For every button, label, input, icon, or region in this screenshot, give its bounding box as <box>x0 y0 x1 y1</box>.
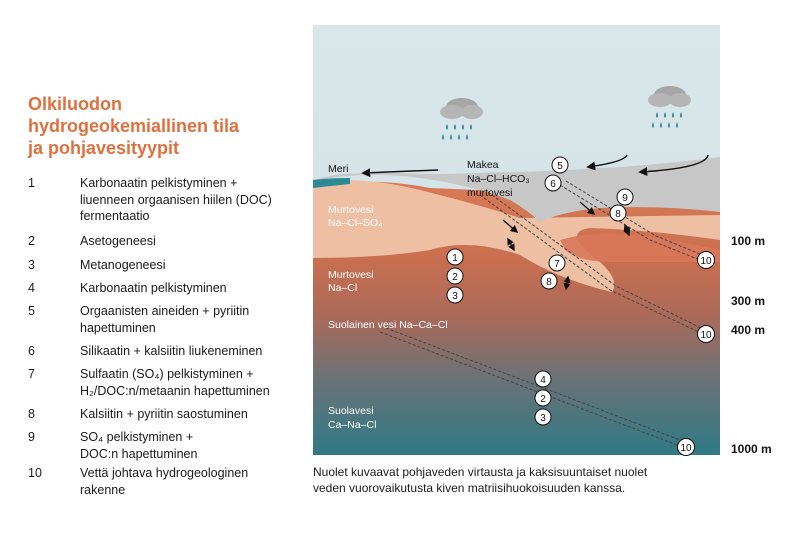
label-suolavesi-type: Ca–Na–Cl <box>328 419 376 431</box>
matrix-interaction-arrow <box>623 223 631 237</box>
matrix-interaction-arrow <box>507 237 515 252</box>
sea-water <box>313 178 350 188</box>
legend-text-line: Kalsiitin + pyriitin saostuminen <box>80 407 248 421</box>
rain-cloud-icon <box>440 98 483 140</box>
label-meri: Meri <box>328 163 348 175</box>
surface-flow-arrow <box>638 154 709 177</box>
marker-7: 7 <box>554 259 560 270</box>
marker-4: 4 <box>540 375 546 386</box>
legend-number: 10 <box>28 466 42 480</box>
marker-10b: 10 <box>700 330 712 341</box>
marker-3b: 3 <box>540 413 546 424</box>
label-suolainen-vesi: Suolainen vesi Na–Ca–Cl <box>328 319 448 331</box>
process-markers <box>446 156 715 456</box>
legend-text-line: rakenne <box>80 482 126 497</box>
legend-number: 9 <box>28 430 35 444</box>
marker-8: 8 <box>546 277 552 288</box>
page-title: Olkiluodon hydrogeokemiallinen tila ja p… <box>28 93 308 159</box>
label-makea-2: Na–Cl–HCO₃ <box>467 173 530 185</box>
marker-2b: 2 <box>540 394 546 405</box>
legend-number: 4 <box>28 281 35 295</box>
label-makea-3: murtovesi <box>467 187 513 199</box>
legend-text-line: Karbonaatin pelkistyminen <box>80 281 227 295</box>
fracture-zones <box>379 180 706 449</box>
label-murtovesi-1: Murtovesi <box>328 204 374 216</box>
legend-text-line: SO₄ pelkistyminen + <box>80 430 194 444</box>
caption-line-1: Nuolet kuvaavat pohjaveden virtausta ja … <box>313 465 648 479</box>
marker-10a: 10 <box>700 256 712 267</box>
title-line-1: Olkiluodon <box>28 94 122 114</box>
label-murtovesi-2-type: Na–Cl <box>328 282 357 294</box>
legend-text-line: Asetogeneesi <box>80 234 156 248</box>
legend-number: 7 <box>28 367 35 381</box>
marker-6: 6 <box>550 179 556 190</box>
rain-cloud-icon <box>648 86 691 128</box>
legend-text-line: Orgaanisten aineiden + pyriitin <box>80 304 250 318</box>
label-murtovesi-2: Murtovesi <box>328 269 374 281</box>
depth-100m: 100 m <box>731 234 765 248</box>
groundwater-flow-arrow <box>502 219 519 234</box>
depth-300m: 300 m <box>731 294 765 308</box>
legend-text-line: Metanogeneesi <box>80 258 166 272</box>
title-line-2: hydrogeokemiallinen tila <box>28 116 240 136</box>
legend-text-line: Silikaatin + kalsiitin liukeneminen <box>80 344 263 358</box>
legend-text-line: Karbonaatin pelkistyminen + <box>80 176 238 190</box>
legend-text-line: Sulfaatin (SO₄) pelkistyminen + <box>80 367 254 381</box>
matrix-interaction-arrow <box>563 275 571 291</box>
legend-text-line: H₂/DOC:n/metaanin hapettuminen <box>80 383 270 398</box>
marker-5: 5 <box>557 161 563 172</box>
depth-400m: 400 m <box>731 323 765 337</box>
legend-text-line: liuenneen orgaanisen hiilen (DOC) <box>80 192 272 207</box>
marker-3: 3 <box>452 291 458 302</box>
legend-number: 6 <box>28 344 35 358</box>
legend-text-line: hapettuminen <box>80 320 156 335</box>
caption-line-2: veden vuorovaikutusta kiven matriisihuok… <box>313 481 626 495</box>
legend-number: 5 <box>28 304 35 318</box>
legend-text-line: DOC:n hapettuminen <box>80 446 198 461</box>
legend-text-line: Vettä johtava hydrogeologinen <box>80 466 249 480</box>
depth-1000m: 1000 m <box>731 442 772 456</box>
surface-flow-arrow <box>586 154 628 171</box>
marker-1: 1 <box>452 253 458 264</box>
marker-2: 2 <box>452 272 458 283</box>
legend-text-line: fermentaatio <box>80 209 150 223</box>
marker-10c: 10 <box>680 443 692 454</box>
groundwater-flow-arrow <box>579 201 596 216</box>
brackish-water-zone <box>313 180 720 292</box>
surface-flow-arrow <box>361 168 439 178</box>
marker-8b: 8 <box>615 209 621 220</box>
label-suolavesi: Suolavesi <box>328 405 374 417</box>
title-line-3: ja pohjavesityypit <box>28 138 180 158</box>
legend-number: 8 <box>28 407 35 421</box>
marker-9: 9 <box>622 193 628 204</box>
fracture-lens <box>560 233 720 262</box>
legend-number: 3 <box>28 258 35 272</box>
label-murtovesi-1-type: Na–Cl–SO₄ <box>328 217 382 229</box>
legend-number: 1 <box>28 176 35 190</box>
label-makea-1: Makea <box>467 159 499 171</box>
figure-caption: Nuolet kuvaavat pohjaveden virtausta ja … <box>313 464 783 496</box>
legend-number: 2 <box>28 234 35 248</box>
